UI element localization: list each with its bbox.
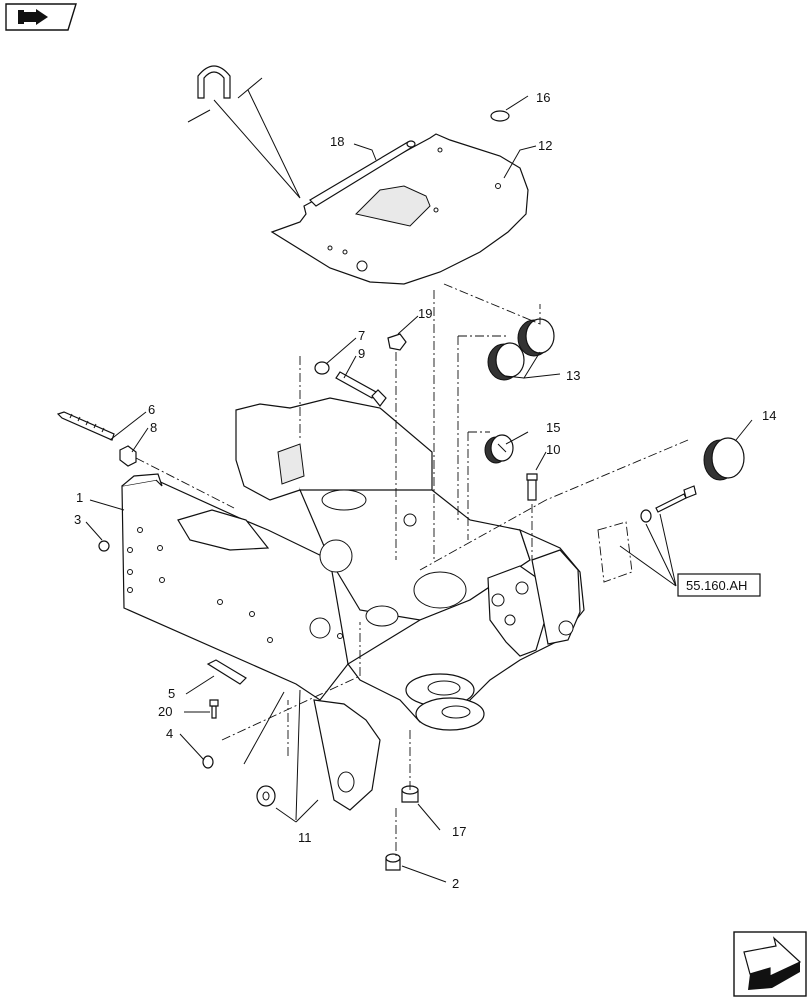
floor-plate-part: [270, 133, 529, 285]
plug-3-part: [98, 540, 110, 552]
callout-3: 3: [74, 512, 81, 527]
bolt-20-part: [209, 699, 219, 719]
next-page-arrow-icon[interactable]: [733, 931, 807, 997]
callout-13: 13: [566, 368, 580, 383]
reference-link-55-160-ah[interactable]: 55.160.AH: [677, 573, 761, 597]
callout-17: 17: [452, 824, 466, 839]
reference-label: 55.160.AH: [686, 578, 747, 593]
seal-strip-part: [309, 140, 416, 207]
cap-pair-part: [487, 318, 555, 381]
callout-5: 5: [168, 686, 175, 701]
callout-4: 4: [166, 726, 173, 741]
large-cap-part: [703, 437, 745, 481]
callout-2: 2: [452, 876, 459, 891]
clip-plate-part: [206, 659, 247, 685]
callout-20: 20: [158, 704, 172, 719]
plug-17-part: [401, 785, 419, 803]
washer-11-part: [256, 785, 276, 807]
callout-10: 10: [546, 442, 560, 457]
bolt-10-part: [526, 473, 538, 501]
callout-7: 7: [358, 328, 365, 343]
callout-labels: 1 2 3 4 5 6 7 8 9 10 11 12 13 14 15 16 1…: [74, 90, 776, 891]
callout-18: 18: [330, 134, 344, 149]
callout-6: 6: [148, 402, 155, 417]
main-frame-part: [121, 397, 585, 811]
small-plug-part: [490, 110, 510, 122]
callout-11: 11: [298, 830, 312, 845]
callout-9: 9: [358, 346, 365, 361]
cover-plate-outline: [597, 521, 633, 583]
bolt-ah-part: [640, 485, 697, 523]
callout-15: 15: [546, 420, 560, 435]
callout-19: 19: [418, 306, 432, 321]
leader-lines: [85, 95, 753, 883]
plug-2-part: [385, 853, 401, 871]
nut-19-part: [387, 333, 407, 351]
bolt-6-part: [56, 411, 137, 467]
assembly-lines: [135, 283, 689, 858]
plug-4-part: [202, 755, 214, 769]
callout-8: 8: [150, 420, 157, 435]
callout-1: 1: [76, 490, 83, 505]
grommet-part: [484, 434, 514, 464]
callout-12: 12: [538, 138, 552, 153]
u-profile-detail: [187, 65, 301, 199]
callout-14: 14: [762, 408, 776, 423]
book-arrow-icon[interactable]: [5, 3, 77, 31]
bolt-9-part: [314, 361, 387, 407]
callout-16: 16: [536, 90, 550, 105]
